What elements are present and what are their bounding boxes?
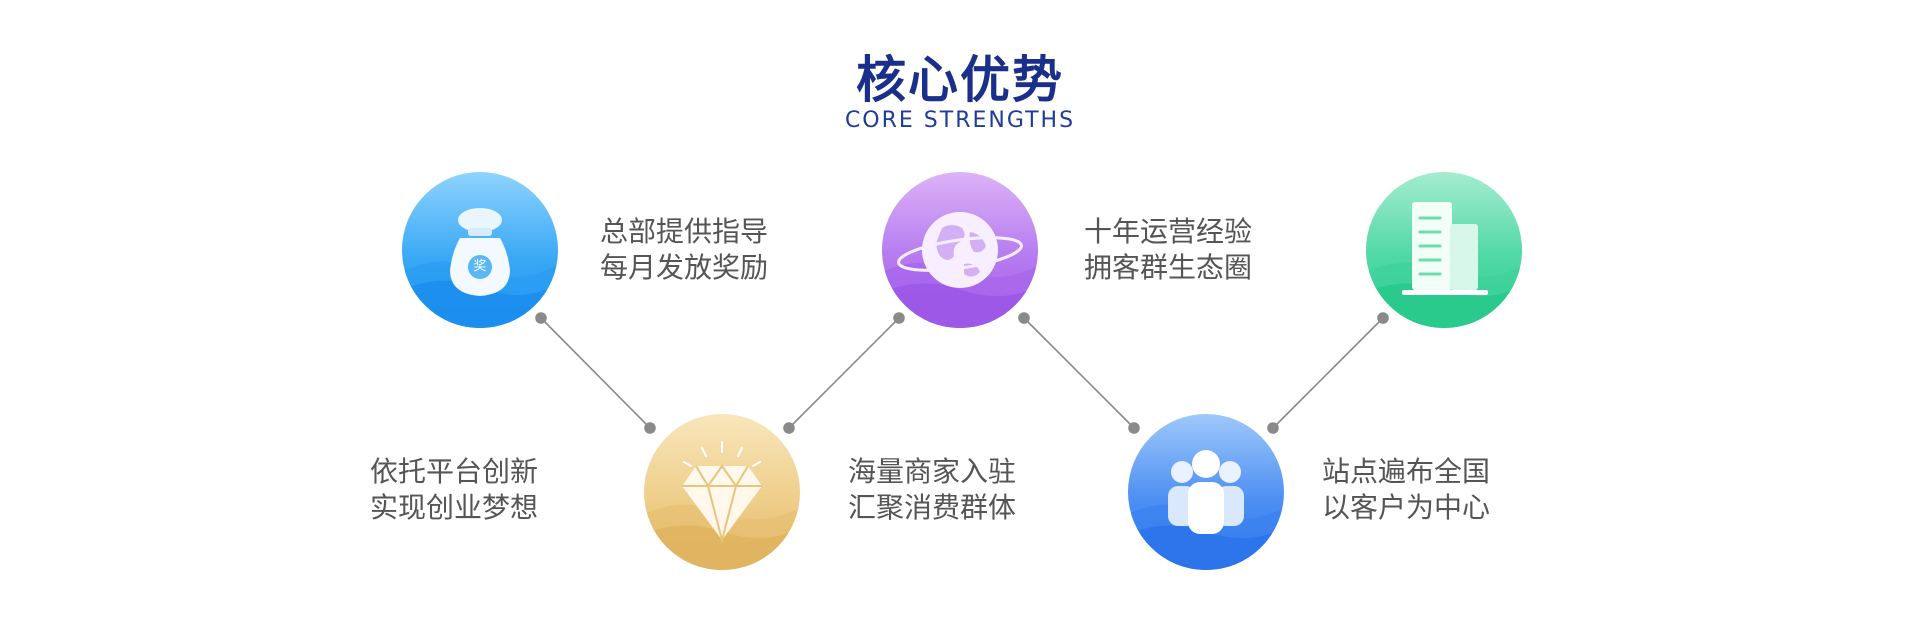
strength-circle-3 — [882, 172, 1038, 328]
connector-dot — [783, 422, 795, 434]
strength-text-line: 以客户为中心 — [1322, 491, 1491, 524]
connector-line-1 — [540, 317, 651, 429]
strength-circle-5 — [1366, 172, 1522, 328]
page-title: 核心优势 — [856, 51, 1064, 109]
money-bag-badge: 奖 — [473, 259, 487, 274]
money-bag-icon — [450, 208, 510, 296]
building-icon — [1402, 202, 1488, 295]
diamond-icon — [682, 441, 762, 544]
strength-text-line: 实现创业梦想 — [370, 491, 539, 524]
strength-text-4: 海量商家入驻 汇聚消费群体 — [848, 454, 1016, 526]
strength-text-line: 拥客群生态圈 — [1084, 251, 1253, 284]
strength-text-5: 站点遍布全国 以客户为中心 — [1322, 454, 1490, 526]
strength-text-line: 海量商家入驻 — [848, 455, 1017, 488]
connector-dot — [644, 422, 656, 434]
strength-circle-2 — [644, 414, 800, 570]
connector-line-3 — [1023, 317, 1135, 429]
strength-circle-1: 奖 — [402, 172, 558, 328]
page-subtitle: CORE STRENGTHS — [844, 108, 1076, 133]
strength-text-line: 总部提供指导 — [600, 215, 769, 248]
strength-text-line: 站点遍布全国 — [1322, 455, 1491, 488]
strength-text-1: 总部提供指导 每月发放奖励 — [600, 214, 768, 286]
strength-text-2: 依托平台创新 实现创业梦想 — [370, 454, 538, 526]
connector-line-4 — [1272, 317, 1384, 429]
connector-dot — [1267, 422, 1279, 434]
connector-line-2 — [788, 317, 900, 429]
connector-dot — [1128, 422, 1140, 434]
people-icon — [1168, 450, 1244, 534]
globe-icon — [897, 212, 1023, 288]
strength-text-line: 十年运营经验 — [1084, 215, 1253, 248]
strength-text-line: 每月发放奖励 — [600, 251, 769, 284]
strength-text-line: 依托平台创新 — [370, 455, 539, 488]
strength-text-line: 汇聚消费群体 — [848, 491, 1017, 524]
strength-text-3: 十年运营经验 拥客群生态圈 — [1084, 214, 1252, 286]
strength-circle-4 — [1128, 414, 1284, 570]
